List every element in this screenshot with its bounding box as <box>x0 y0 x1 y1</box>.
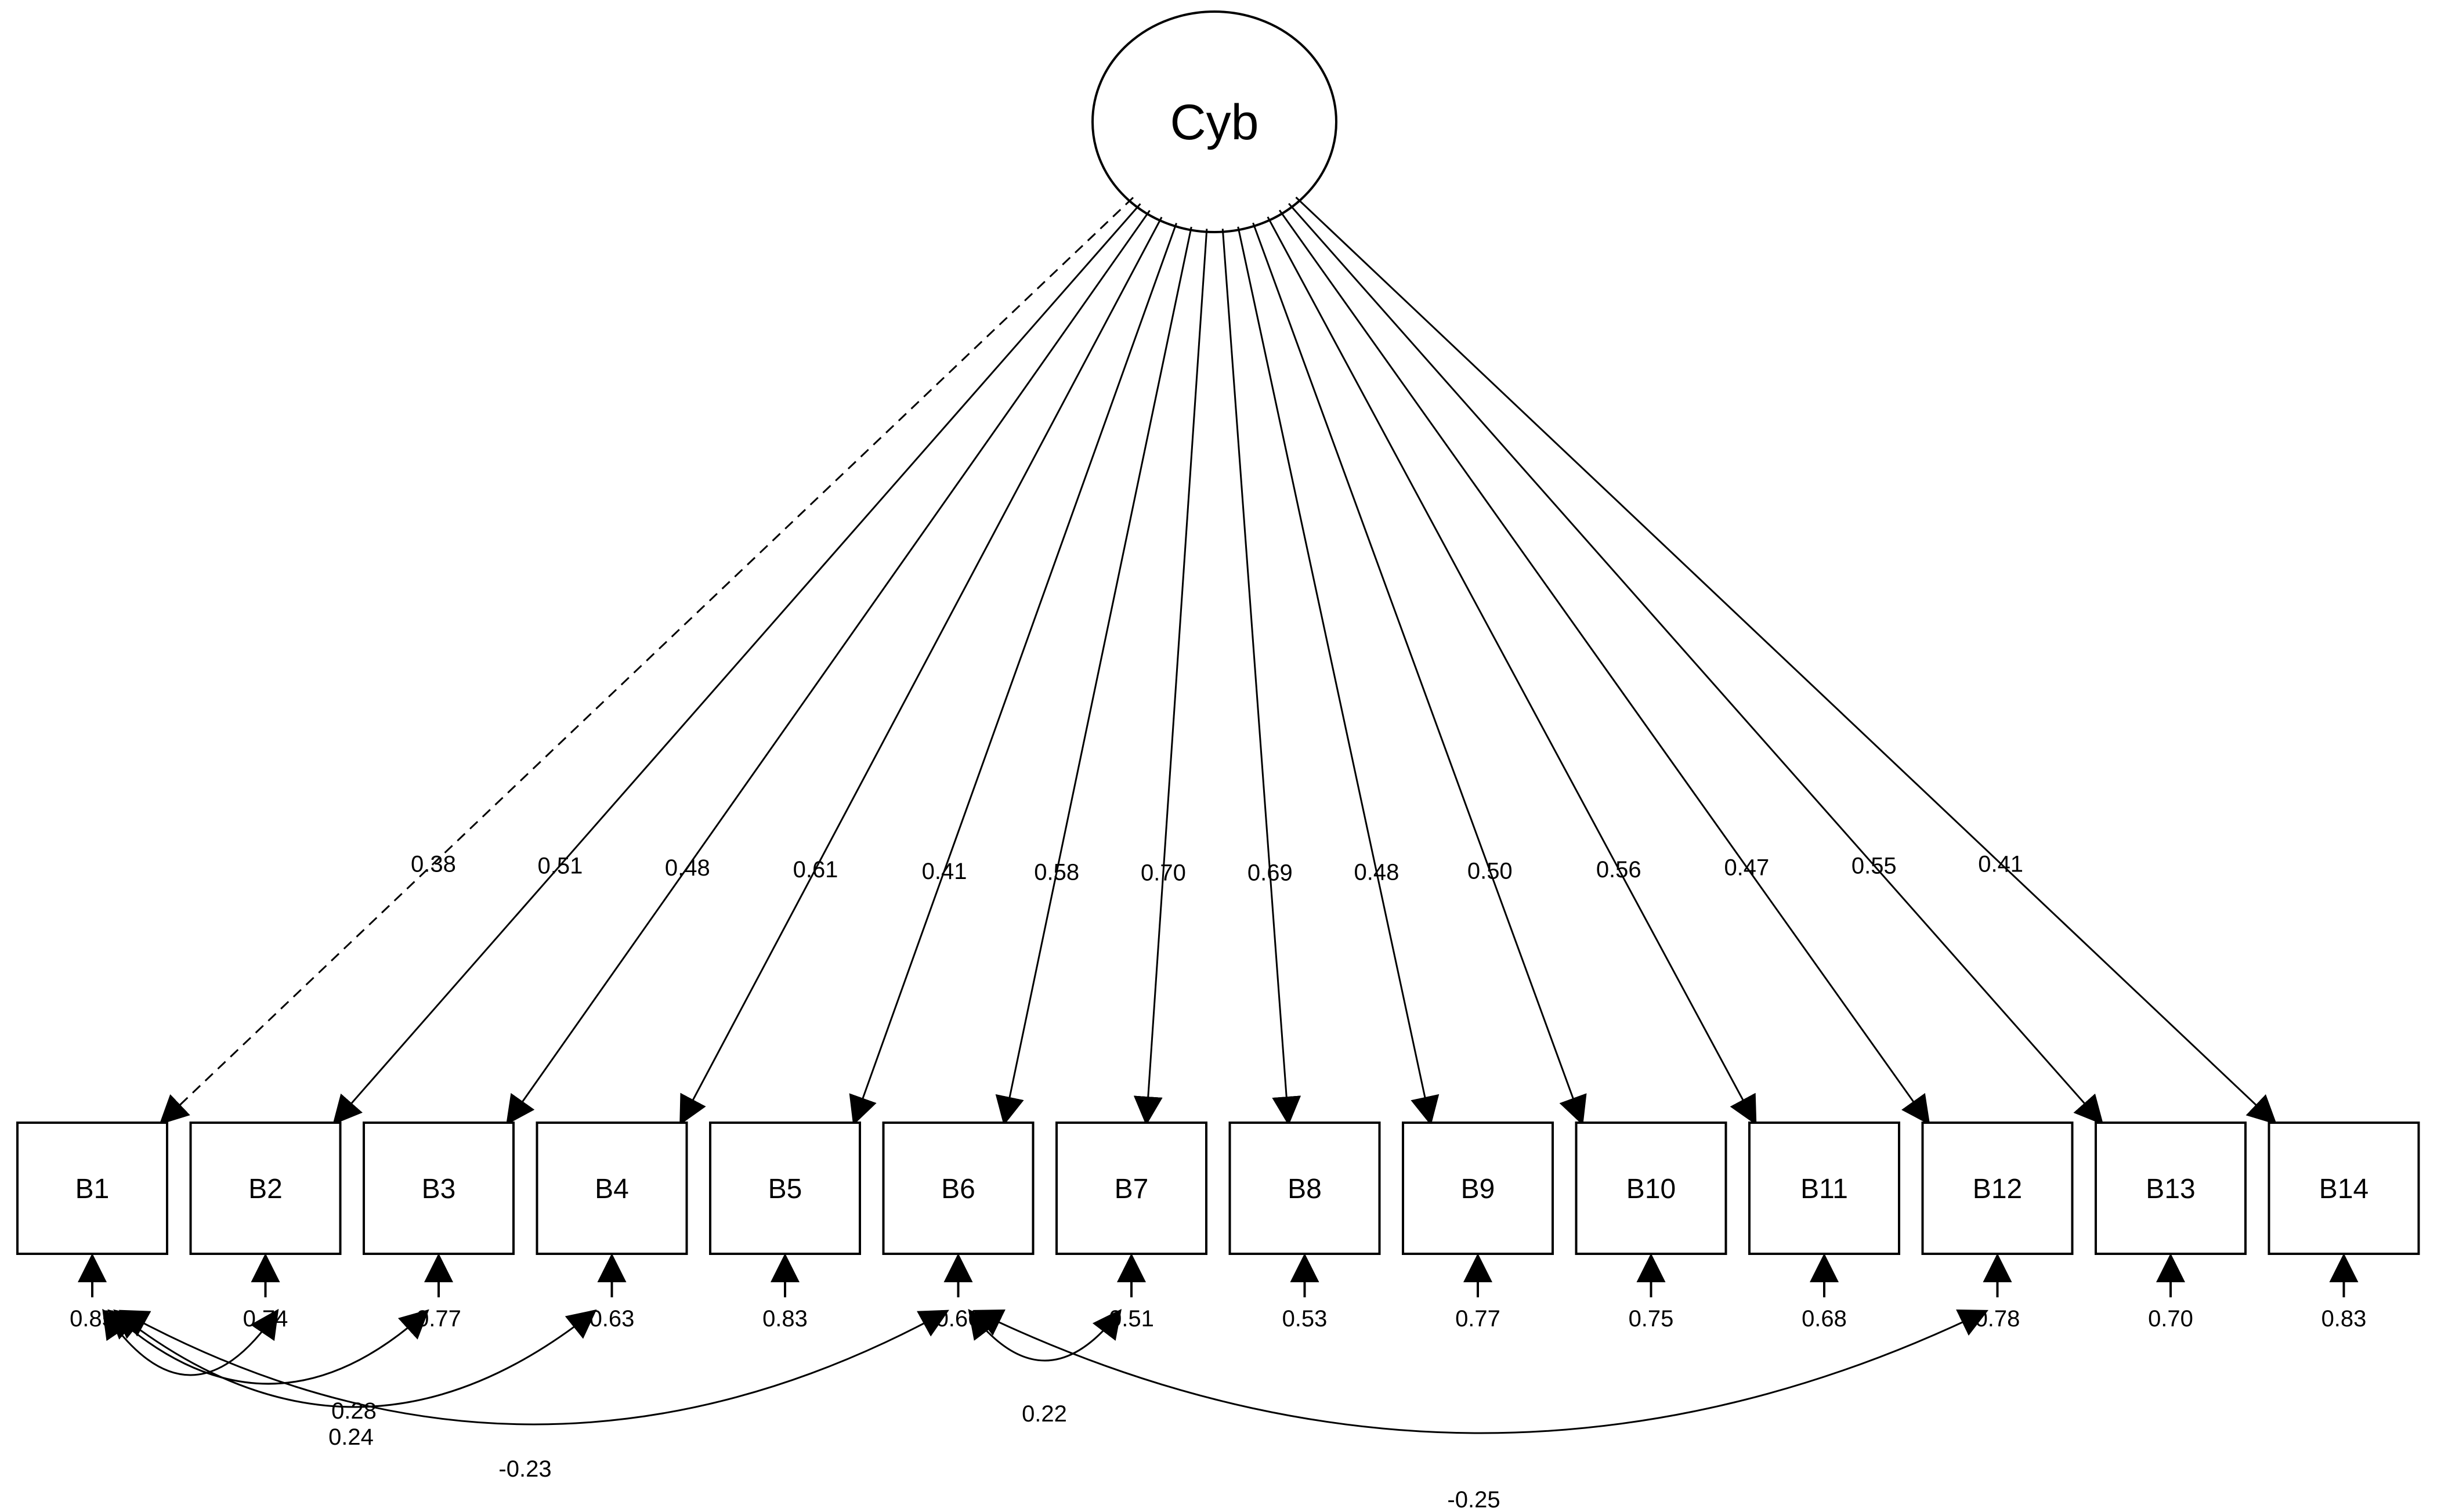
covariance-label-b6-b7: -0.25 <box>1447 1487 1500 1512</box>
residual-value-b6: 0.66 <box>936 1306 981 1332</box>
indicator-b5: B5 <box>709 1122 861 1255</box>
indicator-label: B2 <box>248 1174 283 1204</box>
loading-label-b8: 0.69 <box>1247 860 1293 886</box>
indicators: B1 B2 B3 B4 B5 B6 B7 B8 B9 B10 B11 B12 B13 B14 <box>16 1122 2420 1255</box>
indicator-box <box>2268 1122 2420 1255</box>
loading-path-b4 <box>679 216 1163 1126</box>
indicator-b11: B11 <box>1748 1122 1900 1255</box>
factor-loadings: 0.38 0.51 0.48 0.61 0.41 0.58 0.70 0.69 0.48 0.50… <box>159 196 2277 1126</box>
loading-label-b7: 0.70 <box>1141 860 1186 886</box>
covariance-path-b1-b4 <box>113 1309 597 1408</box>
indicator-box <box>882 1122 1035 1255</box>
loading-label-b6: 0.58 <box>1034 860 1079 885</box>
covariance-path-b6-b7 <box>972 1310 1989 1434</box>
residual-value-b7: 0.51 <box>1109 1306 1154 1332</box>
indicator-label: B3 <box>422 1174 456 1204</box>
indicator-label: B1 <box>75 1174 110 1204</box>
loading-label-b5: 0.41 <box>922 859 967 884</box>
covariance-label-b1-b4: -0.23 <box>498 1456 551 1482</box>
indicator-label: B5 <box>768 1174 802 1204</box>
indicator-b3: B3 <box>363 1122 515 1255</box>
loading-path-b5 <box>849 222 1177 1126</box>
loading-label-b4: 0.61 <box>793 857 838 882</box>
indicator-b12: B12 <box>1921 1122 2074 1255</box>
indicator-box <box>709 1122 861 1255</box>
residual-value-b3: 0.77 <box>416 1306 461 1332</box>
indicator-b2: B2 <box>189 1122 342 1255</box>
loading-label-b2: 0.51 <box>537 853 583 879</box>
indicator-box <box>1228 1122 1381 1255</box>
latent-label: Cyb <box>1170 95 1259 150</box>
indicator-box <box>536 1122 688 1255</box>
loading-path-b12 <box>1278 209 1930 1126</box>
residual-value-b5: 0.83 <box>762 1306 808 1332</box>
indicator-label: B9 <box>1461 1174 1495 1204</box>
indicator-b6: B6 <box>882 1122 1035 1255</box>
indicator-label: B4 <box>595 1174 629 1204</box>
loading-path-b11 <box>1267 216 1757 1126</box>
indicator-box <box>1921 1122 2074 1255</box>
indicator-label: B8 <box>1288 1174 1322 1204</box>
residual-value-b12: 0.78 <box>1975 1306 2020 1332</box>
loading-label-b12: 0.47 <box>1724 855 1769 881</box>
loading-path-b1 <box>159 197 1134 1125</box>
loading-path-b9 <box>1237 226 1440 1126</box>
covariance-label-b2-b3: 0.24 <box>328 1424 374 1450</box>
indicator-b8: B8 <box>1228 1122 1381 1255</box>
loading-path-b14 <box>1295 196 2277 1125</box>
loading-path-b13 <box>1288 202 2104 1125</box>
indicator-label: B10 <box>1626 1174 1676 1204</box>
residual-value-b10: 0.75 <box>1629 1306 1674 1332</box>
loading-label-b1: 0.38 <box>411 852 456 877</box>
residual-value-b14: 0.83 <box>2321 1306 2367 1332</box>
latent-ellipse <box>1091 10 1337 233</box>
loading-label-b11: 0.56 <box>1596 857 1641 882</box>
indicator-box <box>16 1122 168 1255</box>
indicator-b7: B7 <box>1055 1122 1207 1255</box>
covariance-path-b6-b12 <box>118 1310 949 1426</box>
loading-path-b6 <box>995 226 1192 1126</box>
covariance-path-b1-b2 <box>102 1308 279 1376</box>
loading-label-b10: 0.50 <box>1467 859 1513 884</box>
loading-label-b14: 0.41 <box>1978 851 2023 877</box>
residual-value-b9: 0.77 <box>1455 1306 1500 1332</box>
indicator-box <box>1055 1122 1207 1255</box>
indicator-box <box>1402 1122 1554 1255</box>
indicator-box <box>363 1122 515 1255</box>
loading-label-b3: 0.48 <box>665 855 710 881</box>
loading-label-b9: 0.48 <box>1354 860 1399 885</box>
covariance-label-b1-b6: 0.22 <box>1022 1401 1067 1427</box>
indicator-b13: B13 <box>2095 1122 2247 1255</box>
indicator-b14: B14 <box>2268 1122 2420 1255</box>
loading-path-b2 <box>332 203 1141 1125</box>
covariance-path-b2-b3 <box>107 1309 429 1385</box>
residual-covariances: 0.280.24-0.230.22-0.25 <box>102 1308 1989 1512</box>
indicator-label: B13 <box>2146 1174 2195 1204</box>
indicator-label: B6 <box>941 1174 975 1204</box>
residual-value-b11: 0.68 <box>1802 1306 1847 1332</box>
indicator-b9: B9 <box>1402 1122 1554 1255</box>
indicator-box <box>1748 1122 1900 1255</box>
indicator-b1: B1 <box>16 1122 168 1255</box>
residual-value-b4: 0.63 <box>590 1306 635 1332</box>
indicator-box <box>1575 1122 1727 1255</box>
indicator-b4: B4 <box>536 1122 688 1255</box>
indicator-label: B7 <box>1115 1174 1149 1204</box>
loading-path-b7 <box>1133 229 1208 1126</box>
indicator-b10: B10 <box>1575 1122 1727 1255</box>
latent-factor-cyb: Cyb <box>1091 10 1337 233</box>
loading-label-b13: 0.55 <box>1851 853 1897 878</box>
loading-path-b3 <box>506 209 1151 1126</box>
residual-value-b8: 0.53 <box>1282 1306 1328 1332</box>
residual-value-b13: 0.70 <box>2148 1306 2193 1332</box>
indicator-label: B14 <box>2319 1174 2368 1204</box>
loading-path-b10 <box>1252 222 1587 1126</box>
indicator-label: B12 <box>1973 1174 2022 1204</box>
indicator-label: B11 <box>1800 1174 1848 1204</box>
loading-path-b8 <box>1221 229 1301 1126</box>
